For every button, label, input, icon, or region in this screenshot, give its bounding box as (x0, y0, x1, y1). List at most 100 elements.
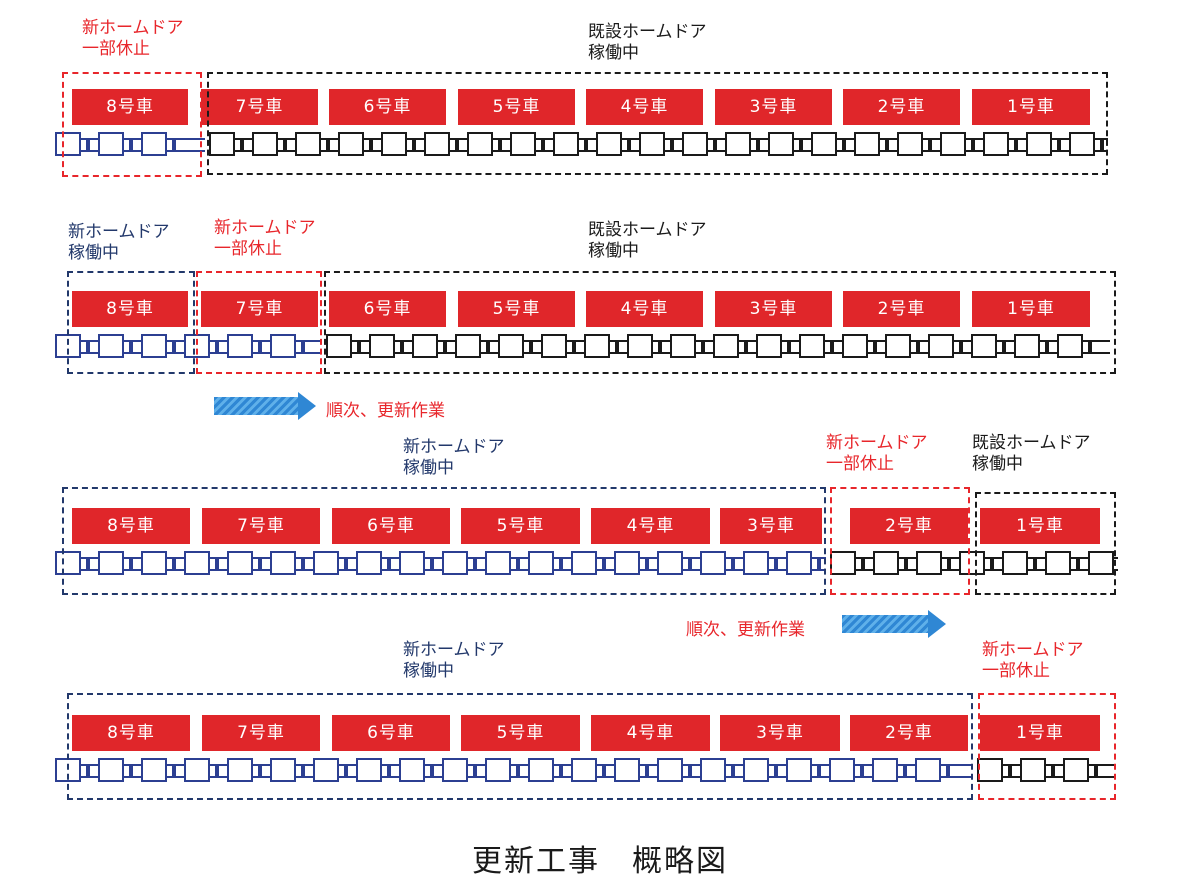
door-post (904, 557, 908, 571)
door-panel (743, 551, 769, 575)
door-post (240, 138, 244, 152)
car-label: 8号車 (72, 89, 188, 125)
door-post (627, 138, 631, 152)
door-post (861, 557, 865, 571)
door-post (387, 764, 391, 778)
door-panel (369, 334, 395, 358)
car-label: 4号車 (591, 508, 710, 544)
door-panel (270, 758, 296, 782)
status-label: 新ホームドア一部休止 (214, 218, 316, 260)
door-post (172, 340, 176, 354)
status-label: 新ホームドア稼働中 (68, 222, 170, 264)
car-label: 7号車 (202, 508, 320, 544)
door-post (774, 557, 778, 571)
status-label-line: 稼働中 (588, 241, 639, 261)
door-post (172, 138, 176, 152)
status-area-box (975, 492, 1116, 595)
door-post (301, 557, 305, 571)
door-panel (959, 551, 985, 575)
door-panel (627, 334, 653, 358)
status-area-box (324, 271, 1116, 374)
door-panel (326, 334, 352, 358)
door-post (946, 764, 950, 778)
door-panel (571, 758, 597, 782)
door-post (602, 764, 606, 778)
door-post (559, 764, 563, 778)
door-post (498, 138, 502, 152)
door-panel (743, 758, 769, 782)
door-post (86, 557, 90, 571)
door-post (326, 138, 330, 152)
door-row (209, 132, 1108, 160)
door-post (258, 340, 262, 354)
car-label: 8号車 (72, 508, 190, 544)
door-post (215, 764, 219, 778)
door-panel (928, 334, 954, 358)
door-panel (270, 334, 296, 358)
door-post (817, 764, 821, 778)
status-label-line: 一部休止 (214, 239, 282, 259)
door-panel (356, 551, 382, 575)
car-label: 7号車 (201, 291, 318, 327)
door-post (885, 138, 889, 152)
car-label: 6号車 (329, 291, 446, 327)
status-label-line: 稼働中 (972, 454, 1023, 474)
door-panel (786, 551, 812, 575)
door-post (873, 340, 877, 354)
status-label-line: 新ホームドア (68, 222, 170, 242)
rail-line (55, 557, 826, 559)
door-post (990, 557, 994, 571)
door-panel (55, 551, 81, 575)
arrow-label: 順次、更新作業 (326, 401, 445, 421)
door-post (971, 138, 975, 152)
door-post (959, 340, 963, 354)
door-panel (571, 551, 597, 575)
door-post (774, 764, 778, 778)
door-panel (442, 551, 468, 575)
door-panel (184, 758, 210, 782)
door-panel (209, 132, 235, 156)
door-panel (1063, 758, 1089, 782)
door-panel (313, 551, 339, 575)
status-label: 既設ホームドア稼働中 (588, 22, 707, 64)
status-label-line: 稼働中 (403, 661, 454, 681)
door-post (516, 557, 520, 571)
door-post (1076, 557, 1080, 571)
door-panel (399, 551, 425, 575)
status-label-line: 既設ホームドア (588, 220, 707, 240)
status-label-line: 新ホームドア (982, 640, 1084, 660)
status-label-line: 新ホームドア (214, 218, 316, 238)
door-post (473, 764, 477, 778)
status-label-line: 稼働中 (68, 243, 119, 263)
door-panel (141, 758, 167, 782)
door-post (301, 340, 305, 354)
status-area-box (67, 693, 973, 800)
door-panel (829, 758, 855, 782)
door-panel (916, 551, 942, 575)
door-post (1100, 138, 1104, 152)
door-post (369, 138, 373, 152)
door-panel (141, 334, 167, 358)
door-panel (885, 334, 911, 358)
door-panel (528, 551, 554, 575)
door-post (572, 340, 576, 354)
door-panel (614, 758, 640, 782)
door-panel (700, 551, 726, 575)
door-panel (584, 334, 610, 358)
door-panel (442, 758, 468, 782)
door-panel (1057, 334, 1083, 358)
door-post (1057, 138, 1061, 152)
door-row (830, 551, 1118, 579)
car-label: 2号車 (843, 89, 960, 125)
door-panel (424, 132, 450, 156)
door-panel (338, 132, 364, 156)
door-panel (227, 334, 253, 358)
door-post (357, 340, 361, 354)
progress-arrow (214, 392, 316, 420)
car-label: 3号車 (715, 291, 832, 327)
door-panel (657, 551, 683, 575)
status-label: 新ホームドア稼働中 (403, 437, 505, 479)
status-label-line: 既設ホームドア (972, 433, 1091, 453)
door-post (258, 764, 262, 778)
